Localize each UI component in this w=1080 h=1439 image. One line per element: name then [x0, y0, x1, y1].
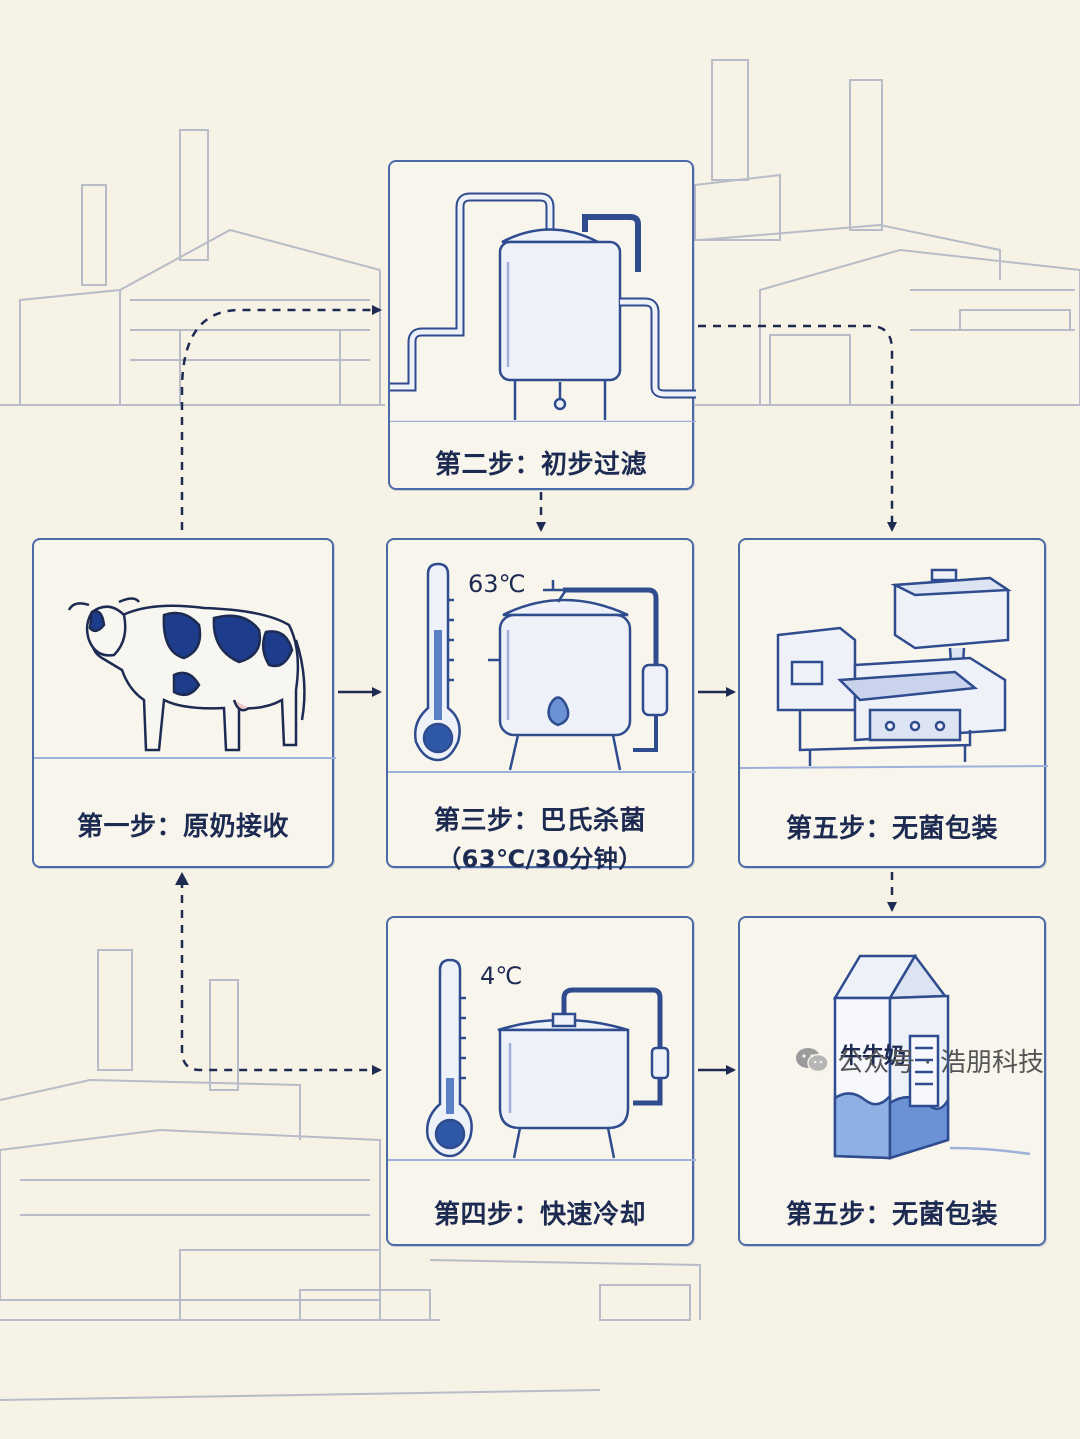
step-card-receive: 第一步：原奶接收: [32, 538, 336, 868]
step-card-filter: 第二步：初步过滤: [388, 160, 696, 490]
step-label-receive: 第一步：原奶接收: [76, 812, 289, 842]
cow-illustration: [34, 597, 336, 759]
watermark: 公众号 · 浩朋科技: [795, 1042, 1044, 1078]
step-subtitle-pasteurize: （63℃/30分钟）: [437, 845, 643, 873]
step-card-cooling: 4℃ 第四步：快速冷却: [386, 916, 696, 1246]
step-label-carton: 第五步：无菌包装: [785, 1200, 998, 1230]
step-label-pasteurize: 第三步：巴氏杀菌 （63℃/30分钟）: [388, 800, 692, 874]
filter-tank-illustration: [390, 192, 696, 422]
pasteurizer-illustration: [388, 562, 696, 773]
step-label-packaging: 第五步：无菌包装: [785, 814, 998, 844]
milk-carton-illustration: [832, 953, 1031, 1160]
step-card-carton: 牛牛奶 第五步：无菌包装: [738, 916, 1046, 1246]
step-card-packaging: 第五步：无菌包装: [738, 538, 1048, 868]
step-title-pasteurize: 第三步：巴氏杀菌: [433, 806, 646, 836]
wechat-icon: [796, 1048, 829, 1073]
step-label-filter: 第二步：初步过滤: [434, 450, 647, 480]
watermark-text: 公众号 · 浩朋科技: [837, 1047, 1044, 1078]
pasteurize-temperature: 63℃: [468, 570, 526, 598]
packaging-machine-illustration: [740, 568, 1048, 769]
carton-text: 牛牛奶: [840, 1044, 907, 1069]
step-card-pasteurize: 63℃ 第三步：巴氏杀菌 （63℃/30分钟）: [386, 538, 696, 873]
step-label-cooling: 第四步：快速冷却: [433, 1200, 646, 1230]
cooling-temperature: 4℃: [480, 962, 523, 990]
cooling-tank-illustration: [388, 958, 696, 1161]
thermometer-icon: [426, 958, 473, 1158]
